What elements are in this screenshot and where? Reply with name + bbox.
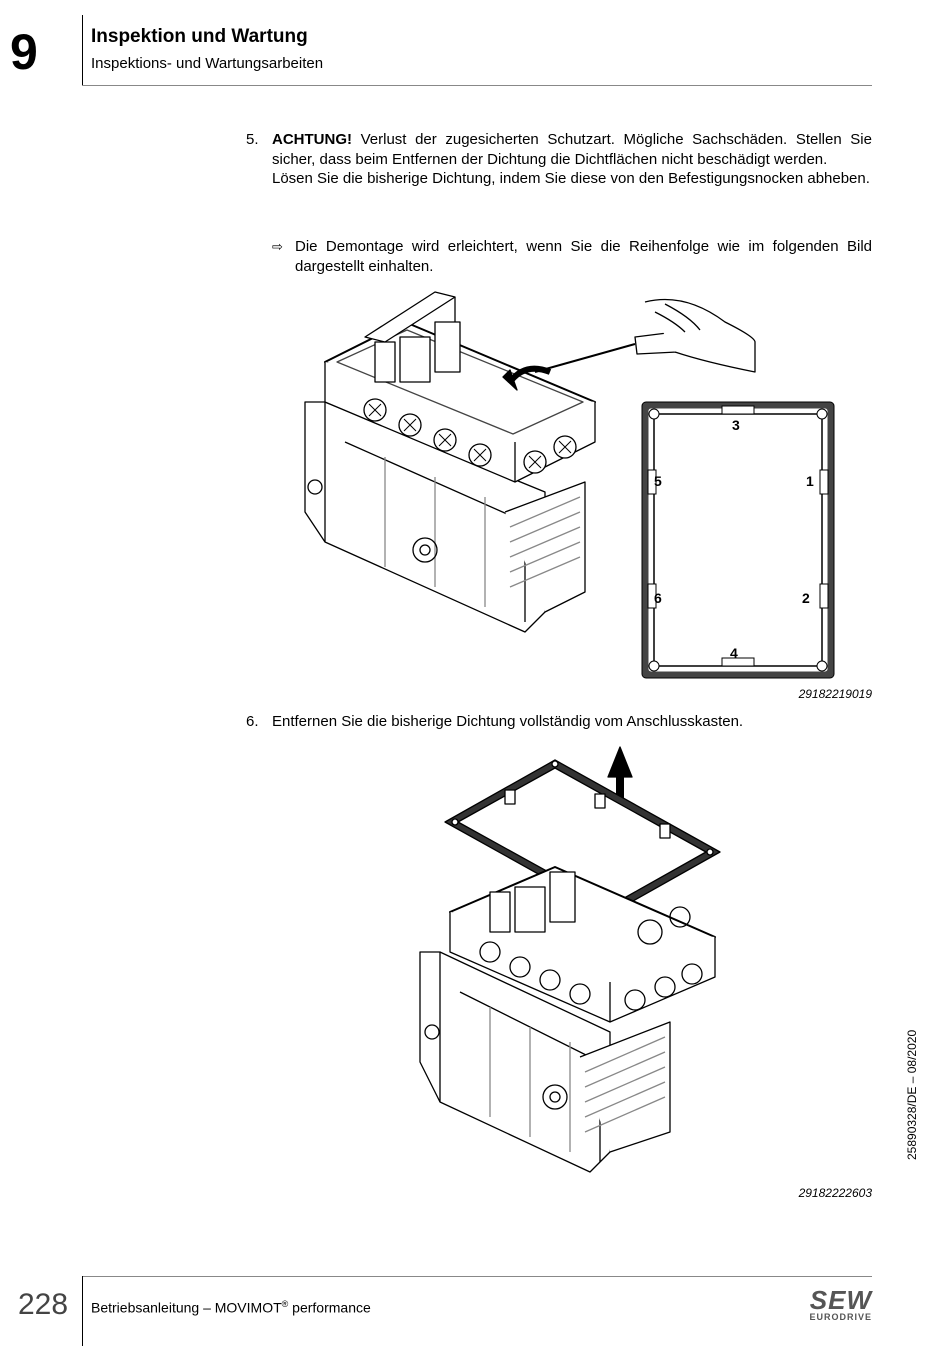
step-5-instruction: Lösen Sie die bisherige Dichtung, indem … (272, 170, 870, 187)
header-rule (82, 85, 872, 86)
registered-mark: ® (281, 1299, 289, 1309)
chapter-title: Inspektion und Wartung (91, 26, 308, 47)
gasket-lift-illustration (419, 746, 721, 1173)
device-screwdriver-illustration (304, 291, 756, 633)
result-arrow-icon: ⇨ (272, 239, 283, 254)
page-number: 228 (18, 1288, 69, 1321)
step-5-warning-text: ACHTUNG! Verlust der zugesicherten Schut… (272, 130, 872, 169)
footer-rule (82, 1276, 872, 1277)
step-number: 6. (246, 713, 259, 730)
step-6-instruction: Entfernen Sie die bisherige Dichtung vol… (272, 713, 744, 730)
header-divider (82, 15, 83, 85)
gasket-label-5: 5 (654, 473, 662, 489)
document-id-vertical: 25890328/DE – 08/2020 (905, 1029, 919, 1160)
footer-doc-title: Betriebsanleitung – MOVIMOT® performance (91, 1299, 371, 1316)
figure-id-1: 29182219019 (798, 687, 872, 701)
gasket-label-1: 1 (806, 473, 814, 489)
footer-divider (82, 1276, 83, 1346)
figure-id-2: 29182222603 (798, 1186, 872, 1200)
gasket-label-6: 6 (654, 590, 662, 606)
step-5-note: ⇨ Die Demontage wird erleichtert, wenn S… (272, 237, 872, 276)
sew-eurodrive-logo: SEW EURODRIVE (790, 1285, 872, 1328)
gasket-label-3: 3 (732, 417, 740, 433)
logo-sub-text: EURODRIVE (809, 1312, 872, 1322)
doc-title-suffix: performance (288, 1299, 371, 1316)
warning-text: Verlust der zugesicherten Schutzart. Mög… (272, 131, 872, 168)
gasket-label-4: 4 (730, 645, 738, 661)
gasket-removal-order-diagram: 3 1 5 6 2 4 (641, 401, 835, 679)
doc-title-text: Betriebsanleitung – MOVIMOT (91, 1299, 282, 1316)
warning-label: ACHTUNG! (272, 131, 352, 148)
note-text: Die Demontage wird erleichtert, wenn Sie… (295, 238, 872, 275)
gasket-label-2: 2 (802, 590, 810, 606)
step-5: 5. ACHTUNG! Verlust der zugesicherten Sc… (246, 130, 872, 189)
logo-main-text: SEW (809, 1285, 872, 1315)
chapter-number: 9 (10, 24, 38, 80)
section-subtitle: Inspektions- und Wartungsarbeiten (91, 55, 324, 72)
step-number: 5. (246, 131, 259, 148)
step-6: 6. Entfernen Sie die bisherige Dichtung … (246, 712, 872, 732)
